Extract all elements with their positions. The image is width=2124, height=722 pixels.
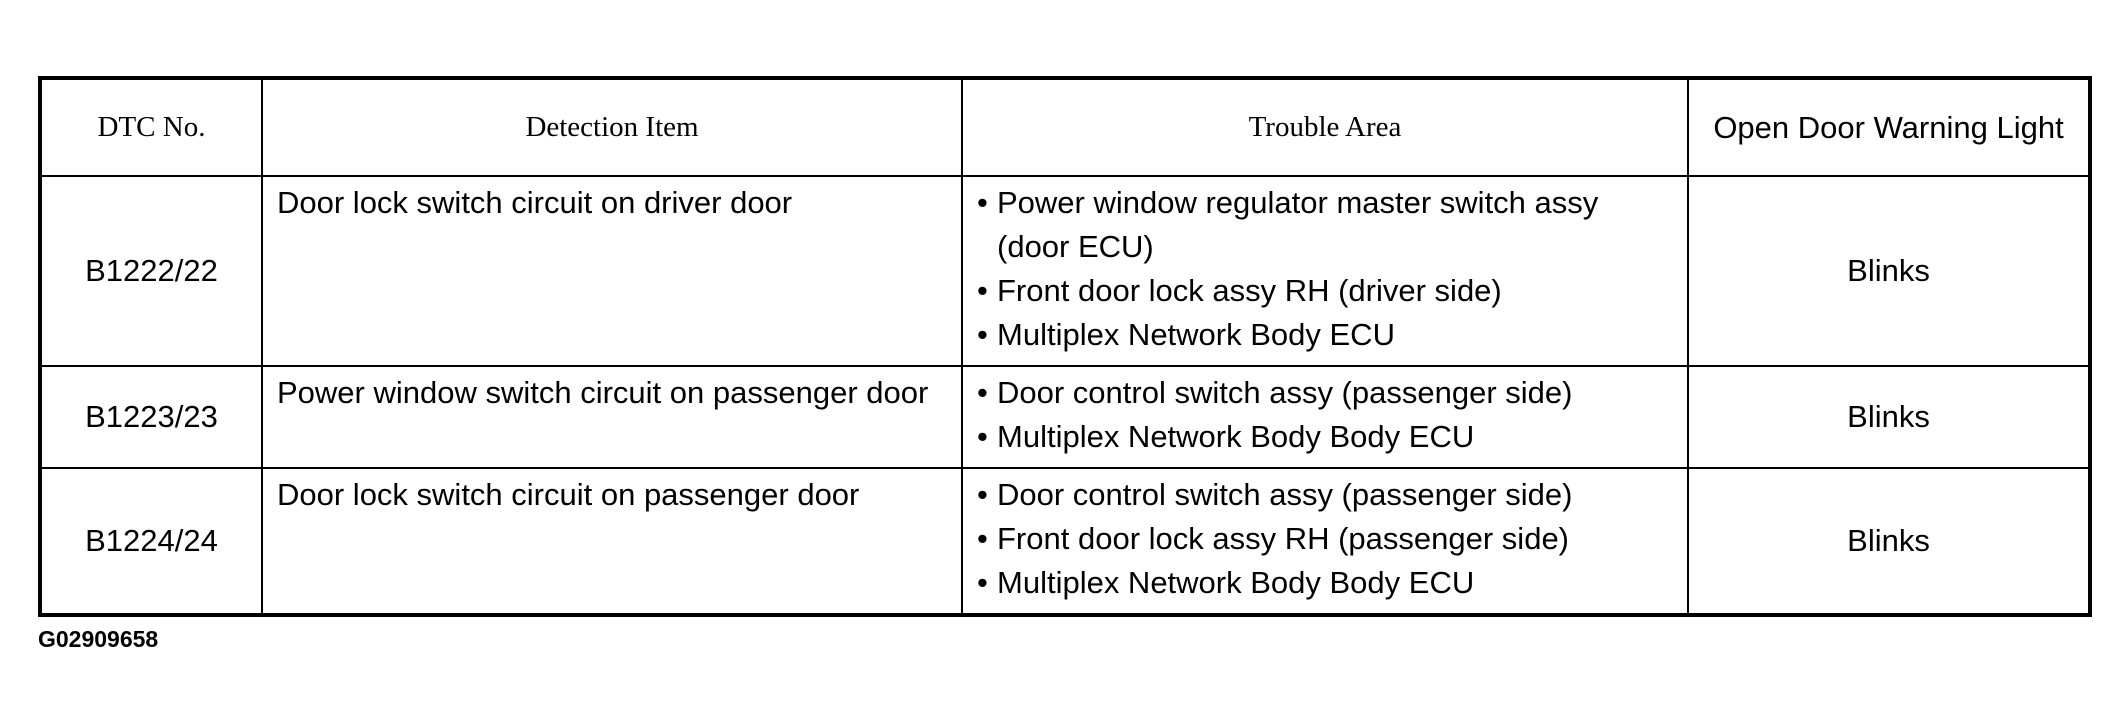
table-row: B1223/23 Power window switch circuit on … [39,365,2091,469]
bullet: • [977,565,988,600]
bullet: • [977,477,988,512]
trouble-area-item: • Door control switch assy (passenger sid… [977,371,1677,415]
trouble-area-text: Multiplex Network Body Body ECU [997,565,1475,600]
table-row: B1224/24 Door lock switch circuit on pas… [39,467,2091,616]
dtc-code: B1223/23 [39,365,263,469]
bullet: • [977,375,988,410]
bullet: • [977,521,988,556]
bullet: • [977,419,988,454]
trouble-area-item: • Front door lock assy RH (driver side) [977,269,1677,313]
trouble-area-item: • Front door lock assy RH (passenger side… [977,517,1677,561]
trouble-area-text: Door control switch assy (passenger side… [997,375,1573,410]
detection-item: Door lock switch circuit on driver door [261,175,963,367]
trouble-area-item: • Multiplex Network Body ECU [977,313,1677,357]
trouble-area-text: Multiplex Network Body Body ECU [997,419,1475,454]
trouble-area-text: Front door lock assy RH (passenger side) [997,521,1570,556]
header-warning-light: Open Door Warning Light [1687,77,2091,177]
trouble-area-list: • Door control switch assy (passenger sid… [977,371,1677,459]
trouble-area-item: • Multiplex Network Body Body ECU [977,561,1677,605]
detection-item: Door lock switch circuit on passenger do… [261,467,963,616]
figure-id: G02909658 [38,626,159,652]
trouble-area: • Power window regulator master switch as… [961,175,1689,367]
trouble-area-list: • Door control switch assy (passenger sid… [977,473,1677,605]
warning-light-status: Blinks [1687,365,2091,469]
trouble-area: • Door control switch assy (passenger sid… [961,467,1689,616]
bullet: • [977,317,988,352]
trouble-area-text: Power window regulator master switch ass… [997,185,1599,264]
bullet: • [977,273,988,308]
trouble-area-item: • Multiplex Network Body Body ECU [977,415,1677,459]
table-header-row: DTC No. Detection Item Trouble Area Open… [39,77,2091,177]
table-row: B1222/22 Door lock switch circuit on dri… [39,175,2091,367]
header-trouble-area: Trouble Area [961,77,1689,177]
header-dtc-no: DTC No. [39,77,263,177]
trouble-area-text: Front door lock assy RH (driver side) [997,273,1502,308]
trouble-area-list: • Power window regulator master switch as… [977,181,1677,357]
trouble-area-item: • Door control switch assy (passenger sid… [977,473,1677,517]
dtc-code: B1222/22 [39,175,263,367]
trouble-area: • Door control switch assy (passenger sid… [961,365,1689,469]
trouble-area-item: • Power window regulator master switch as… [977,181,1677,269]
dtc-code: B1224/24 [39,467,263,616]
warning-light-status: Blinks [1687,467,2091,616]
bullet: • [977,185,988,220]
trouble-area-text: Multiplex Network Body ECU [997,317,1395,352]
trouble-area-text: Door control switch assy (passenger side… [997,477,1573,512]
detection-item: Power window switch circuit on passenger… [261,365,963,469]
warning-light-status: Blinks [1687,175,2091,367]
dtc-table: DTC No. Detection Item Trouble Area Open… [38,76,2092,617]
header-detection-item: Detection Item [261,77,963,177]
